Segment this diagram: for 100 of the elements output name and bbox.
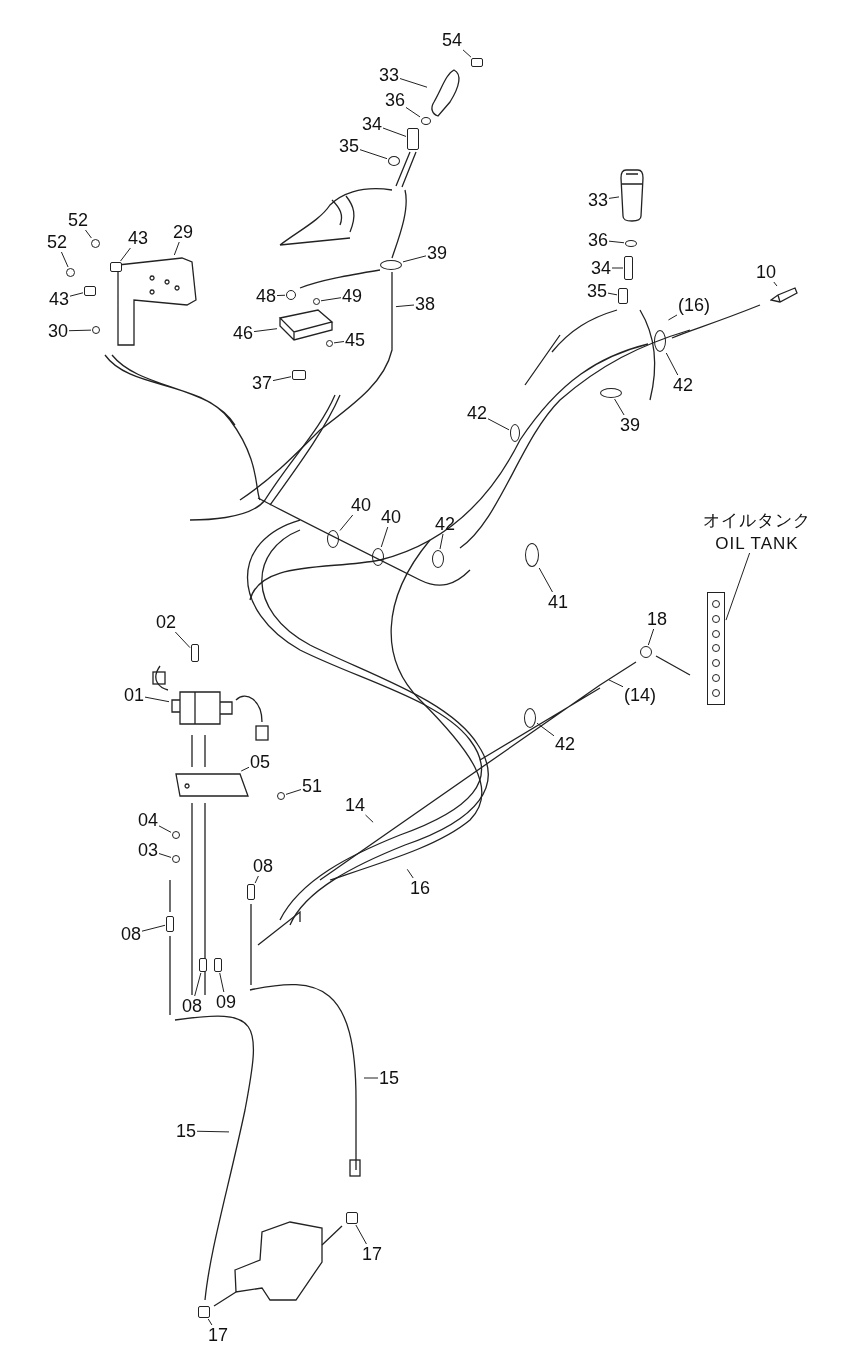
- leader-line: [538, 567, 553, 593]
- leader-line: [84, 229, 92, 239]
- callout-number: 39: [620, 416, 640, 434]
- callout-number: 35: [339, 137, 359, 155]
- switch-box: [278, 308, 334, 342]
- leader-line: [614, 398, 625, 416]
- leader-line: [399, 78, 428, 88]
- callout-number: (16): [678, 296, 710, 314]
- fitting-part: [407, 128, 419, 150]
- leader-line: [173, 241, 180, 256]
- leader-line: [365, 814, 374, 823]
- leader-line: [219, 972, 225, 993]
- callout-number: 14: [345, 796, 365, 814]
- leader-line: [240, 766, 250, 772]
- leader-line: [667, 314, 678, 321]
- fitting-part: [624, 256, 633, 280]
- callout-number: 30: [48, 322, 68, 340]
- callout-number: 49: [342, 287, 362, 305]
- callout-number: 46: [233, 324, 253, 342]
- leader-line: [725, 552, 751, 621]
- callout-number: 17: [208, 1326, 228, 1344]
- leader-line: [607, 292, 618, 296]
- fitting-part: [166, 916, 174, 932]
- callout-number: 52: [47, 233, 67, 251]
- leader-line: [69, 292, 84, 297]
- fitting-part: [199, 958, 207, 972]
- callout-number: 33: [588, 191, 608, 209]
- fitting-part: [618, 288, 628, 304]
- fitting-part: [471, 58, 483, 67]
- leader-line: [395, 304, 415, 308]
- callout-number: (14): [624, 686, 656, 704]
- fitting-part: [346, 1212, 358, 1224]
- callout-number: 34: [591, 259, 611, 277]
- leader-line: [608, 196, 620, 199]
- part-label: OIL TANK: [715, 535, 799, 552]
- leader-line: [773, 281, 778, 287]
- mounting-bracket: [175, 772, 249, 798]
- leader-line: [196, 1130, 230, 1133]
- leader-line: [120, 247, 131, 262]
- leader-line: [174, 631, 191, 649]
- callout-number: 36: [385, 91, 405, 109]
- callout-number: 16: [410, 879, 430, 897]
- leader-line: [611, 267, 624, 269]
- callout-number: 08: [253, 857, 273, 875]
- callout-number: 41: [548, 593, 568, 611]
- leader-line: [272, 376, 292, 382]
- callout-number: 01: [124, 686, 144, 704]
- leader-line: [144, 696, 170, 703]
- leader-line: [141, 924, 166, 932]
- callout-number: 45: [345, 331, 365, 349]
- callout-number: 39: [427, 244, 447, 262]
- leader-line: [339, 514, 354, 531]
- callout-number: 52: [68, 211, 88, 229]
- callout-number: 05: [250, 753, 270, 771]
- callout-number: 33: [379, 66, 399, 84]
- leader-line: [158, 825, 172, 833]
- leader-line: [647, 628, 655, 646]
- callout-number: 48: [256, 287, 276, 305]
- fitting-part: [247, 884, 255, 900]
- callout-number: 17: [362, 1245, 382, 1263]
- callout-number: 42: [467, 404, 487, 422]
- leader-line: [285, 789, 302, 795]
- fitting-part: [84, 286, 96, 296]
- fitting-part: [191, 644, 199, 662]
- mounting-bracket: [117, 256, 197, 346]
- callout-number: 42: [435, 515, 455, 533]
- callout-number: 40: [381, 508, 401, 526]
- leader-line: [158, 853, 172, 858]
- callout-number: 42: [555, 735, 575, 753]
- callout-number: 34: [362, 115, 382, 133]
- fitting-part: [214, 958, 222, 972]
- leader-line: [253, 328, 278, 333]
- leader-line: [462, 49, 472, 58]
- leader-line: [608, 679, 624, 688]
- leader-line: [382, 127, 407, 137]
- callout-number: 42: [673, 376, 693, 394]
- leader-line: [333, 341, 345, 344]
- leader-line: [68, 329, 92, 332]
- callout-number: 43: [128, 229, 148, 247]
- callout-number: 37: [252, 374, 272, 392]
- leader-line: [402, 255, 427, 263]
- callout-number: 36: [588, 231, 608, 249]
- callout-number: 15: [176, 1122, 196, 1140]
- callout-number: 43: [49, 290, 69, 308]
- callout-number: 40: [351, 496, 371, 514]
- leader-line: [665, 352, 679, 376]
- fitting-part: [198, 1306, 210, 1318]
- leader-line: [363, 1077, 379, 1079]
- leader-line: [254, 875, 259, 884]
- leader-line: [487, 418, 510, 431]
- callout-number: 35: [587, 282, 607, 300]
- callout-number: 54: [442, 31, 462, 49]
- lever-grip: [428, 68, 462, 118]
- part-label: オイルタンク: [703, 512, 811, 529]
- callout-number: 08: [121, 925, 141, 943]
- leader-line: [207, 1318, 213, 1326]
- fitting-part: [110, 262, 122, 272]
- callout-number: 29: [173, 223, 193, 241]
- leader-line: [194, 972, 202, 997]
- leader-line: [405, 106, 421, 118]
